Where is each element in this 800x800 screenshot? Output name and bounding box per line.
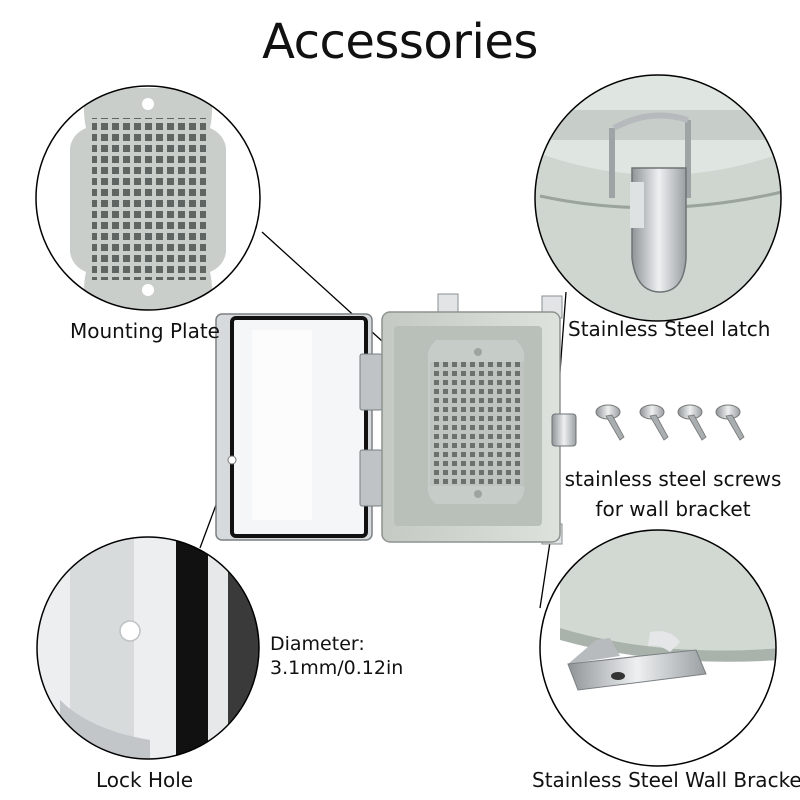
- screws-label-line1: stainless steel screws: [564, 467, 782, 491]
- mounting-plate-detail: [35, 85, 261, 311]
- lock-hole-label: Lock Hole: [96, 768, 194, 792]
- diameter-label-line1: Diameter:: [270, 633, 365, 655]
- screws: [595, 404, 745, 441]
- wall-bracket-detail: [539, 529, 777, 767]
- latch-detail: [534, 74, 782, 322]
- lock-hole-detail: [36, 536, 260, 760]
- enclosure-product: [215, 293, 577, 545]
- screws-label-line2: for wall bracket: [595, 497, 751, 521]
- latch-label: Stainless Steel latch: [568, 317, 771, 341]
- diameter-label-line2: 3.1mm/0.12in: [270, 657, 404, 679]
- mounting-plate-label: Mounting Plate: [70, 319, 220, 343]
- screws-label: stainless steel screws for wall bracket: [548, 464, 798, 524]
- wall-bracket-label: Stainless Steel Wall Bracket: [532, 768, 800, 792]
- page-title: Accessories: [262, 14, 538, 70]
- diameter-label: Diameter: 3.1mm/0.12in: [270, 632, 403, 680]
- leader-bracket: [539, 541, 551, 609]
